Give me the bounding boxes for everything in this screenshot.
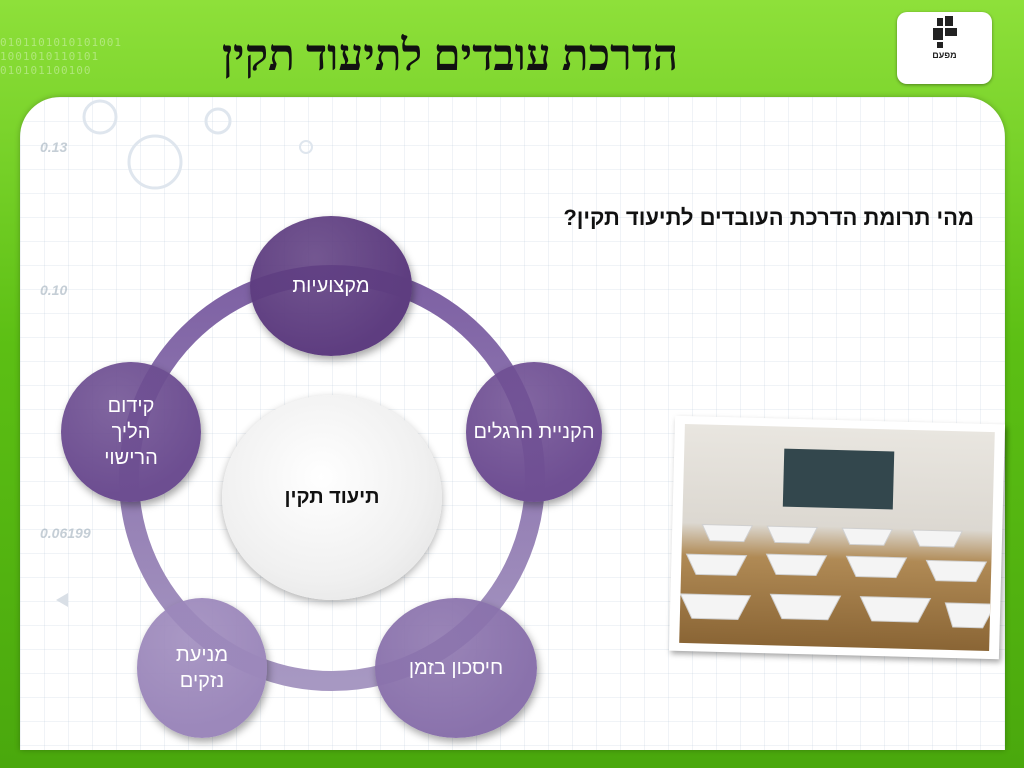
node-label: קידום הליך הרישוי: [104, 395, 158, 469]
node-label: מניעת נזקים: [175, 644, 229, 692]
decor-number: 0.13: [40, 139, 68, 155]
building-blocks-logo-icon: [933, 16, 957, 48]
cycle-node-licensing: קידום הליך הרישוי: [61, 362, 201, 502]
question-text: מהי תרומת הדרכת העובדים לתיעוד תקין?: [563, 205, 974, 230]
classroom-illustration: [679, 448, 995, 629]
decor-number: 0.06199: [40, 525, 91, 541]
logo-name: מפעם: [932, 50, 957, 60]
classroom-photo: [679, 423, 995, 652]
logo: מפעם: [897, 12, 992, 84]
center-node: תיעוד תקין: [222, 395, 442, 600]
cycle-node-time-saving: חיסכון בזמן: [375, 598, 537, 738]
panel-decoration: [56, 99, 313, 607]
cycle-node-professionalism: מקצועיות: [250, 216, 412, 356]
decor-number: 0.10: [40, 282, 68, 298]
classroom-photo-frame: [668, 415, 1006, 660]
node-label: הקניית הרגלים: [473, 421, 595, 443]
node-label: מקצועיות: [292, 275, 370, 297]
node-label: חיסכון בזמן: [408, 657, 504, 679]
cycle-node-damage-prevention: מניעת נזקים: [137, 598, 267, 738]
slide-title: הדרכת עובדים לתיעוד תקין: [221, 31, 679, 80]
binary-decoration: 0101101010101001 1001010110101 010101100…: [0, 36, 122, 76]
cycle-node-habits: הקניית הרגלים: [466, 362, 602, 502]
